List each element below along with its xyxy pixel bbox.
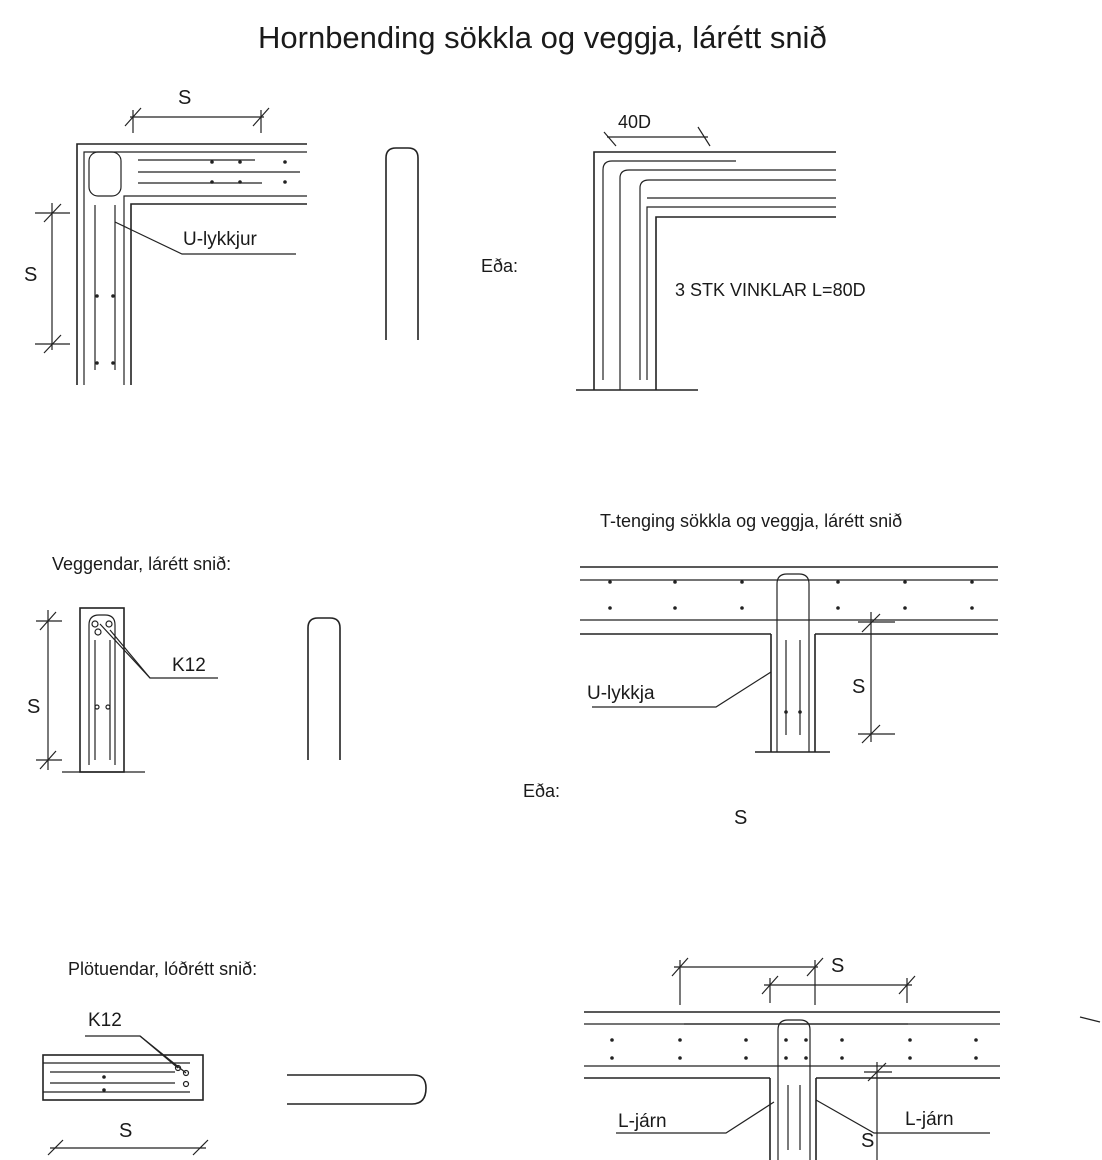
or-label-2: Eða: xyxy=(523,781,561,801)
slab-end-title: Plötuendar, lóðrétt snið: xyxy=(68,959,258,979)
u-lykkjur-label: U-lykkjur xyxy=(183,229,257,250)
u-bar-shape-2 xyxy=(307,617,341,760)
slab-dim-s: S xyxy=(119,1120,133,1142)
t-dim-s: S xyxy=(852,676,866,698)
corner-dim-s-left: S xyxy=(24,264,38,286)
t-joint-title: T-tenging sökkla og veggja, lárétt snið xyxy=(600,511,903,531)
corner-joint-detail xyxy=(35,107,307,385)
l-jarn-left-label: L-járn xyxy=(618,1111,667,1132)
center-s-label: S xyxy=(734,807,748,829)
t-joint-l-bar-detail xyxy=(584,957,1000,1160)
bent-bar-shape xyxy=(287,1074,427,1105)
t2-dim-s-right: S xyxy=(861,1130,875,1152)
u-bar-shape xyxy=(385,147,419,340)
slab-end-detail xyxy=(42,1035,209,1156)
angle-bar-detail xyxy=(576,126,836,391)
t-joint-detail xyxy=(580,566,998,753)
dim-40d-label: 40D xyxy=(618,112,652,132)
wall-end-title: Veggendar, lárétt snið: xyxy=(52,554,232,574)
wall-end-detail xyxy=(36,607,218,773)
margin-mark xyxy=(1079,1016,1101,1023)
wall-dim-s: S xyxy=(27,696,41,718)
l-jarn-right-label: L-járn xyxy=(905,1109,954,1130)
u-lykkja-label: U-lykkja xyxy=(587,683,655,704)
or-label-1: Eða: xyxy=(481,256,519,276)
angle-bars-note: 3 STK VINKLAR L=80D xyxy=(675,280,866,300)
corner-dim-s-top: S xyxy=(178,87,192,109)
page-title: Hornbending sökkla og veggja, lárétt sni… xyxy=(258,20,827,55)
t2-dim-s-top: S xyxy=(831,955,845,977)
k12-wall-label: K12 xyxy=(172,655,206,676)
k12-slab-label: K12 xyxy=(88,1010,122,1031)
